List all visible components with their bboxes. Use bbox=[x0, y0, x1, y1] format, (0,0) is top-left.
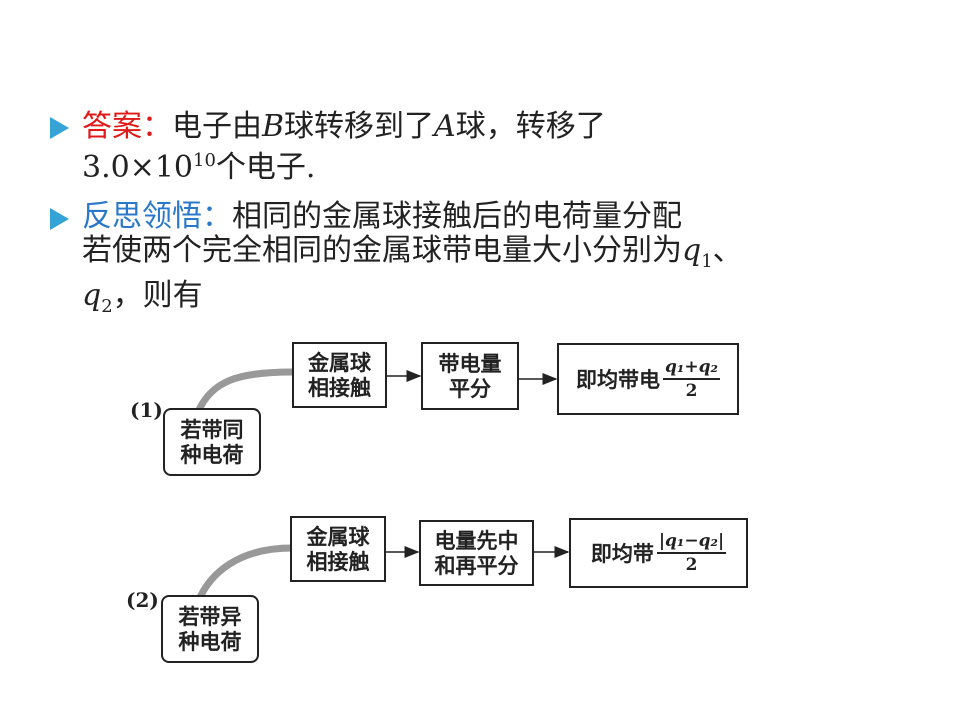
case1-step2-line2: 平分 bbox=[449, 376, 491, 401]
case2-result-text: 即均带 bbox=[590, 540, 654, 566]
case2-step1-line1: 金属球 bbox=[306, 524, 370, 549]
case2-step2-line1: 电量先中 bbox=[434, 528, 519, 553]
case1-start-line1: 若带同 bbox=[180, 417, 244, 442]
bullet-marker bbox=[50, 208, 69, 230]
answer-text-a: 电子由 bbox=[172, 109, 262, 144]
answer-text-b: 球转移到了 bbox=[284, 109, 435, 144]
case1-result-text: 即均带电 bbox=[576, 366, 661, 392]
answer-var-a: A bbox=[434, 109, 456, 144]
answer-exp: 10 bbox=[193, 150, 216, 171]
case2-step1-box: 金属球相接触 bbox=[290, 516, 386, 582]
insight-paragraph: 反思领悟：相同的金属球接触后的电荷量分配 若使两个完全相同的金属球带电量大小分别… bbox=[82, 200, 942, 324]
insight-sub2: 2 bbox=[101, 296, 113, 317]
case1-step1-line2: 相接触 bbox=[308, 375, 371, 400]
case1-result-box: 即均带电 q₁+q₂ 2 bbox=[557, 343, 739, 415]
insight-q1: q bbox=[682, 233, 702, 268]
insight-sep: 、 bbox=[712, 233, 743, 268]
case1-step2-box: 带电量平分 bbox=[421, 342, 519, 410]
branch-curve-2 bbox=[194, 544, 293, 604]
answer-text-c: 球，转移了 bbox=[455, 109, 606, 144]
answer-paragraph: 答案：电子由B球转移到了A球，转移了 3.0×1010个电子. bbox=[82, 110, 922, 185]
answer-coef: 3.0×10 bbox=[82, 150, 194, 185]
branch-curve-1 bbox=[194, 368, 293, 414]
case2-start-line2: 种电荷 bbox=[178, 629, 242, 654]
case1-frac-num: q₁+q₂ bbox=[663, 357, 720, 380]
answer-var-b: B bbox=[262, 109, 285, 144]
bullet-marker bbox=[50, 117, 69, 139]
case2-start-box: 若带异种电荷 bbox=[161, 595, 259, 663]
insight-line3-tail: ，则有 bbox=[112, 278, 203, 313]
insight-line2: 若使两个完全相同的金属球带电量大小分别为 bbox=[82, 233, 682, 268]
case2-fraction: |q₁−q₂| 2 bbox=[656, 531, 727, 575]
case1-start-box: 若带同种电荷 bbox=[163, 408, 261, 476]
insight-sub1: 1 bbox=[701, 251, 713, 272]
case2-result-box: 即均带 |q₁−q₂| 2 bbox=[569, 518, 748, 588]
insight-q2: q bbox=[82, 278, 102, 313]
case1-step1-line1: 金属球 bbox=[308, 350, 371, 375]
case1-step2-line1: 带电量 bbox=[438, 351, 502, 376]
case1-frac-den: 2 bbox=[685, 381, 698, 401]
case1-step1-box: 金属球相接触 bbox=[292, 342, 387, 408]
insight-line1: 相同的金属球接触后的电荷量分配 bbox=[232, 199, 682, 234]
answer-text-d: 个电子. bbox=[215, 150, 316, 185]
case1-start-line2: 种电荷 bbox=[180, 442, 244, 467]
case1-fraction: q₁+q₂ 2 bbox=[663, 357, 720, 401]
case1-number: (1) bbox=[130, 398, 163, 422]
case2-step1-line2: 相接触 bbox=[306, 549, 370, 574]
insight-label: 反思领悟： bbox=[82, 199, 232, 234]
case2-start-line1: 若带异 bbox=[178, 604, 242, 629]
case2-number: (2) bbox=[126, 588, 159, 612]
case2-frac-num: |q₁−q₂| bbox=[656, 531, 727, 554]
case2-step2-line2: 和再平分 bbox=[434, 553, 519, 578]
case2-step2-box: 电量先中和再平分 bbox=[419, 520, 534, 586]
case2-frac-den: 2 bbox=[685, 555, 698, 575]
answer-label: 答案： bbox=[82, 109, 172, 144]
